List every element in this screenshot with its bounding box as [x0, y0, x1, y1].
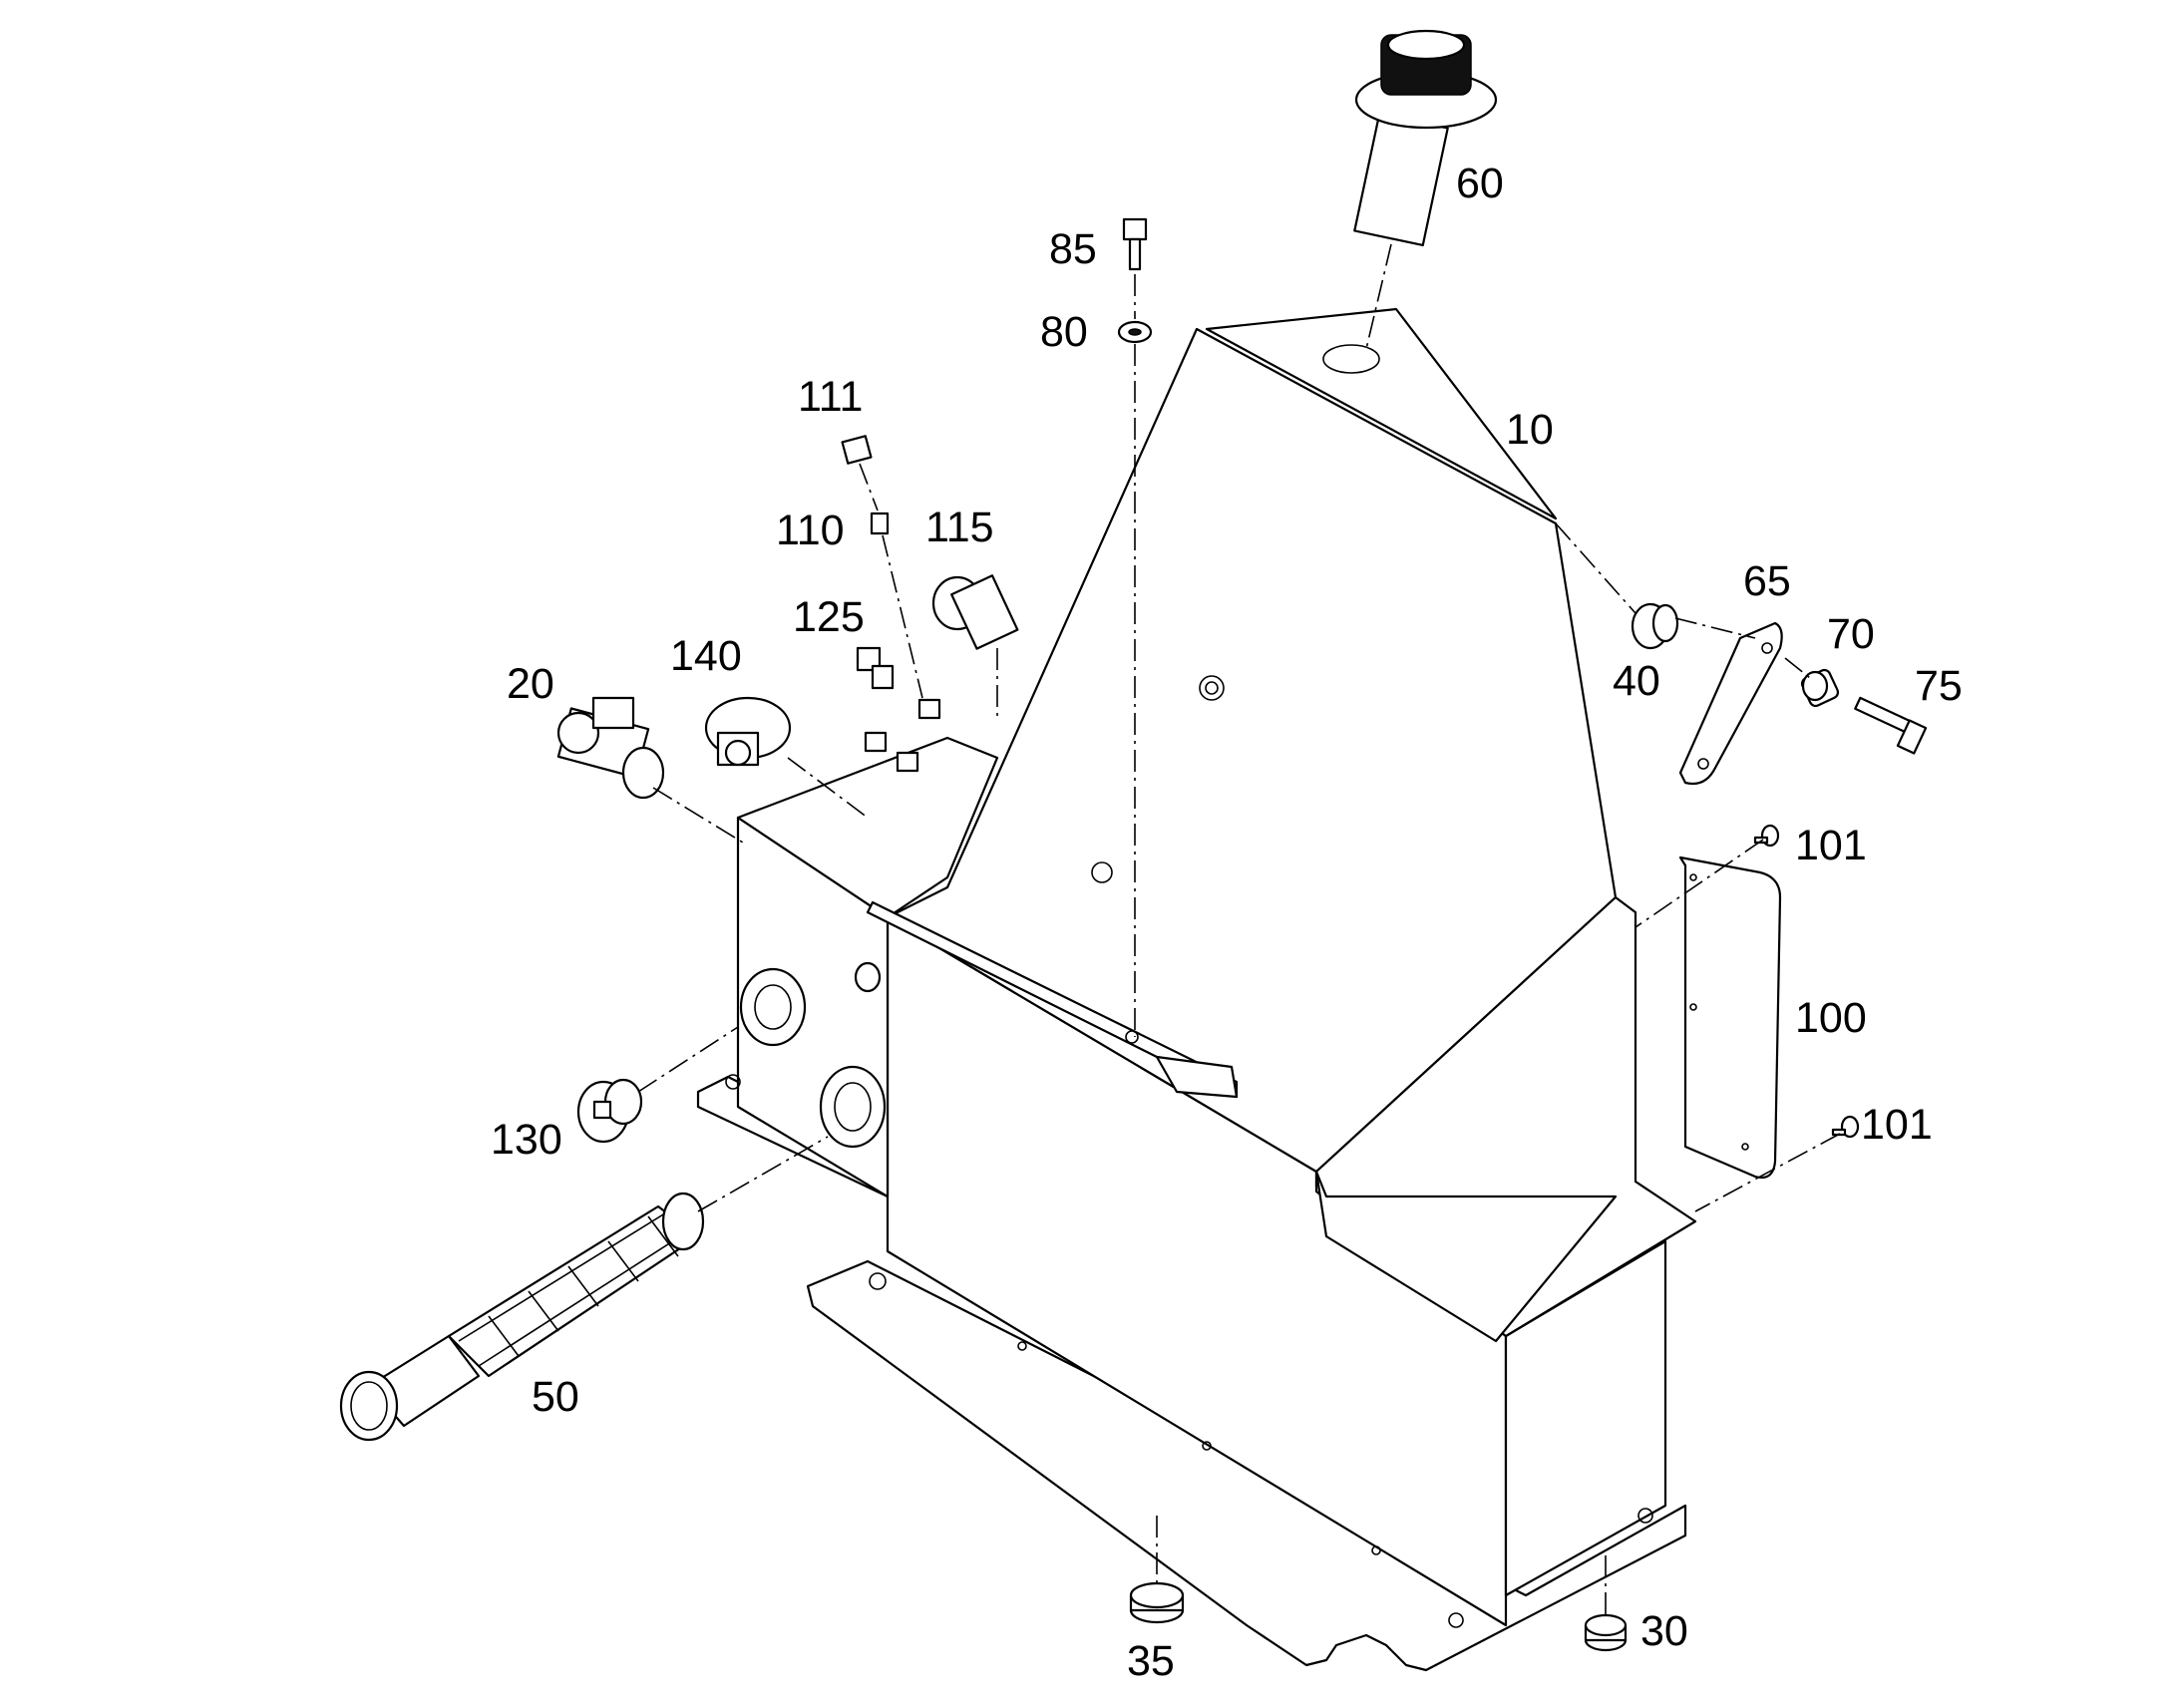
inner-tray [1314, 1170, 1618, 1343]
tee-140 [704, 696, 792, 767]
mount-hole [1091, 861, 1113, 883]
callout-101-top: 101 [1795, 822, 1867, 869]
washer-80 [1117, 320, 1153, 344]
filler-breather-60 [1353, 29, 1498, 247]
plug-40 [1631, 602, 1679, 650]
callout-80: 80 [1040, 308, 1088, 356]
callout-65: 65 [1743, 557, 1791, 605]
callout-101-bottom: 101 [1861, 1101, 1933, 1149]
bolt-85 [1122, 217, 1148, 271]
valve-20 [556, 696, 665, 800]
left-top-panel [736, 736, 999, 919]
elbow-125 [856, 646, 895, 690]
spacer-70 [1800, 668, 1840, 708]
callout-125: 125 [793, 593, 865, 641]
callout-75: 75 [1915, 662, 1963, 710]
callout-115: 115 [925, 504, 994, 551]
filler-port [1322, 344, 1380, 374]
nut-111 [841, 435, 873, 465]
screw-101-bottom [1831, 1115, 1860, 1139]
bracket-65 [1678, 621, 1783, 786]
bolt-75 [1854, 696, 1928, 755]
cover-plate [1678, 855, 1782, 1180]
suction-port [739, 967, 807, 1047]
assembly-lines [637, 243, 1841, 1615]
callout-70: 70 [1827, 610, 1875, 658]
callout-110: 110 [776, 507, 845, 554]
plug-35 [1129, 1581, 1185, 1624]
callout-30: 30 [1640, 1607, 1688, 1655]
nut-boss [1199, 675, 1225, 701]
tank-body [696, 307, 1697, 1672]
fitting-110 [870, 512, 890, 535]
strainer-50 [339, 1192, 705, 1442]
callout-111: 111 [798, 373, 863, 421]
callout-20: 20 [507, 660, 554, 708]
plug-130 [576, 1078, 643, 1144]
nut-125a [864, 698, 941, 773]
plug-30 [1584, 1613, 1628, 1652]
callout-10: 10 [1506, 406, 1554, 454]
callout-labels: 10 20 30 35 40 50 60 65 70 75 80 85 100 … [491, 160, 1963, 1685]
callout-35: 35 [1127, 1637, 1175, 1685]
top-cap [1205, 307, 1558, 520]
filter-port [819, 1065, 887, 1149]
callout-130: 130 [491, 1116, 562, 1164]
callout-100: 100 [1795, 994, 1867, 1042]
small-port [854, 961, 882, 993]
callout-40: 40 [1613, 657, 1660, 705]
elbow-115 [931, 574, 1019, 650]
callout-140: 140 [670, 632, 742, 680]
bracket-tab [1155, 1055, 1239, 1099]
callout-50: 50 [532, 1373, 579, 1421]
callout-85: 85 [1049, 225, 1097, 273]
callout-60: 60 [1456, 160, 1504, 207]
